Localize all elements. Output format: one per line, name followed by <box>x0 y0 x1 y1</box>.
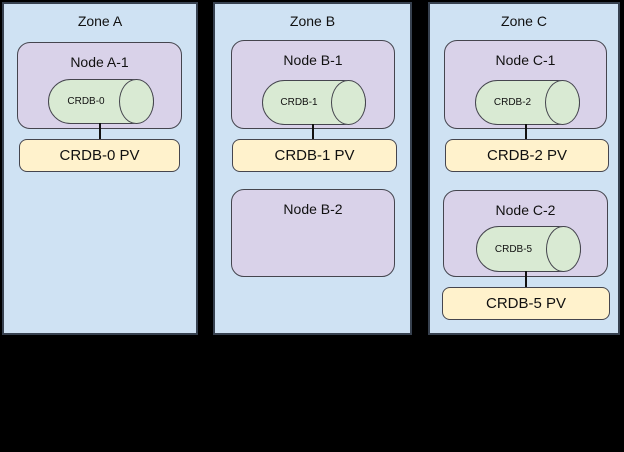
connector-crdb2-to-pv <box>525 124 527 139</box>
pod-crdb-1-label: CRDB-1 <box>280 97 318 108</box>
pv-crdb-0: CRDB-0 PV <box>19 139 180 172</box>
pv-crdb-2: CRDB-2 PV <box>445 139 609 172</box>
connector-crdb1-to-pv <box>312 124 314 139</box>
node-c1-label: Node C-1 <box>495 52 556 68</box>
pv-crdb-2-label: CRDB-2 PV <box>486 147 568 164</box>
node-a1: Node A-1 CRDB-0 <box>17 42 182 129</box>
pod-crdb-1-cylinder-icon: CRDB-1 <box>262 79 367 126</box>
pod-crdb-2-cylinder-icon: CRDB-2 <box>475 79 581 126</box>
pod-crdb-5-label: CRDB-5 <box>494 243 533 255</box>
node-a1-label: Node A-1 <box>70 54 129 70</box>
connector-crdb0-to-pv <box>99 123 101 140</box>
zone-c: Zone C Node C-1 CRDB-2 CRDB-2 PV Node C-… <box>428 2 620 335</box>
node-c2: Node C-2 CRDB-5 <box>443 190 608 277</box>
cylinder-face-icon <box>331 79 367 126</box>
cylinder-face-icon <box>119 78 155 125</box>
pv-crdb-0-label: CRDB-0 PV <box>59 147 140 164</box>
pv-crdb-5-label: CRDB-5 PV <box>485 295 567 312</box>
pod-crdb-5-cylinder-icon: CRDB-5 <box>476 225 582 273</box>
cylinder-face-icon <box>545 79 581 126</box>
node-b2: Node B-2 <box>231 189 395 277</box>
pv-crdb-1: CRDB-1 PV <box>232 139 397 172</box>
node-b1: Node B-1 CRDB-1 <box>231 40 395 129</box>
zone-a-label: Zone A <box>77 13 123 29</box>
pod-crdb-0-cylinder-icon: CRDB-0 <box>48 78 155 125</box>
pv-crdb-1-label: CRDB-1 PV <box>274 147 355 164</box>
node-b1-label: Node B-1 <box>283 52 343 68</box>
node-c1: Node C-1 CRDB-2 <box>444 40 607 129</box>
cylinder-face-icon <box>546 225 582 273</box>
zone-c-label: Zone C <box>501 13 547 29</box>
zone-a: Zone A Node A-1 CRDB-0 CRDB-0 PV <box>2 2 198 335</box>
pv-crdb-5: CRDB-5 PV <box>442 287 610 320</box>
connector-crdb5-to-pv <box>525 271 527 287</box>
zone-b-label: Zone B <box>289 13 336 29</box>
node-b2-label: Node B-2 <box>283 201 343 217</box>
zone-b: Zone B Node B-1 CRDB-1 CRDB-1 PV Node B-… <box>213 2 412 335</box>
node-c2-label: Node C-2 <box>495 202 556 218</box>
pod-crdb-0-label: CRDB-0 <box>67 96 105 107</box>
pod-crdb-2-label: CRDB-2 <box>493 97 532 108</box>
